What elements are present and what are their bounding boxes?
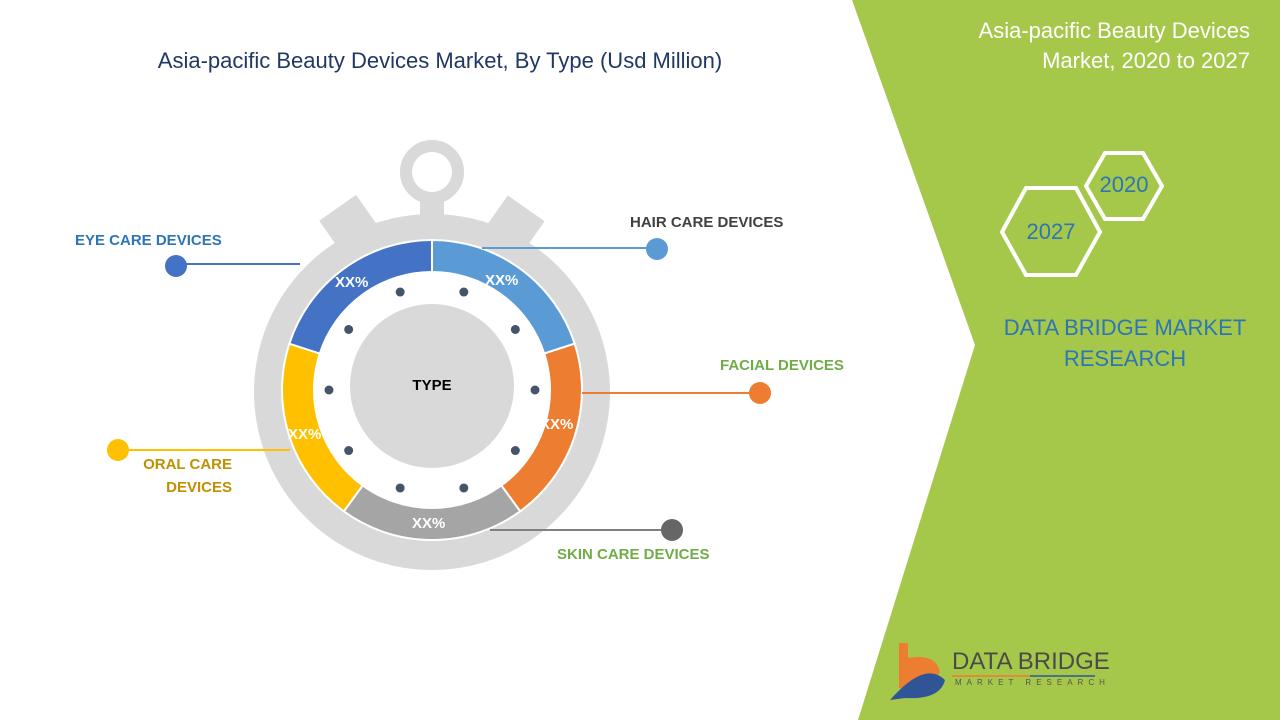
dial-dot bbox=[530, 385, 540, 395]
logo-icon bbox=[890, 643, 945, 700]
report-title-line1: Asia-pacific Beauty Devices bbox=[978, 18, 1250, 43]
category-label-skin: SKIN CARE DEVICES bbox=[557, 546, 710, 563]
category-label-eye: EYE CARE DEVICES bbox=[75, 232, 222, 249]
green-panel bbox=[852, 0, 1280, 720]
center-disc bbox=[350, 304, 514, 468]
year-2020: 2020 bbox=[1099, 172, 1149, 197]
logo-name: DATA BRIDGE bbox=[952, 648, 1110, 675]
report-title-line2: Market, 2020 to 2027 bbox=[1042, 48, 1250, 73]
leader-dot-skin bbox=[661, 519, 683, 541]
percent-label-facial: XX% bbox=[540, 416, 574, 433]
donut-segment-eye bbox=[288, 238, 433, 355]
dial-dot bbox=[344, 324, 354, 334]
dial-dot bbox=[395, 287, 405, 297]
research-brand: DATA BRIDGE MARKET RESEARCH bbox=[990, 312, 1260, 374]
percent-label-eye: XX% bbox=[335, 274, 369, 291]
year-2027: 2027 bbox=[1026, 219, 1076, 244]
leader-dot-facial bbox=[749, 382, 771, 404]
dial-dot bbox=[324, 385, 334, 395]
center-label: TYPE bbox=[412, 377, 452, 394]
percent-label-hair: XX% bbox=[485, 272, 519, 289]
research-brand-line1: DATA BRIDGE MARKET bbox=[1003, 315, 1247, 340]
dial-dot bbox=[459, 483, 469, 493]
category-label-facial: FACIAL DEVICES bbox=[720, 357, 844, 374]
hexagon-2020 bbox=[1083, 151, 1165, 221]
category-label-oral: ORAL CARE DEVICES bbox=[143, 456, 232, 496]
dial-dot bbox=[510, 446, 520, 456]
dial-dot bbox=[510, 324, 520, 334]
stopwatch-button-right bbox=[487, 195, 545, 250]
logo-subtitle: MARKET RESEARCH bbox=[955, 678, 1110, 687]
category-label-hair: HAIR CARE DEVICES bbox=[630, 214, 784, 231]
chart-title: Asia-pacific Beauty Devices Market, By T… bbox=[157, 48, 723, 73]
hexagon-2027 bbox=[999, 186, 1103, 277]
dial-dot bbox=[344, 446, 354, 456]
leader-dot-oral bbox=[107, 439, 129, 461]
percent-label-skin: XX% bbox=[412, 515, 446, 532]
dial-dot bbox=[459, 287, 469, 297]
stopwatch-button-left bbox=[319, 194, 377, 250]
report-title: Asia-pacific Beauty Devices Market, 2020… bbox=[930, 16, 1250, 76]
dial-dot bbox=[395, 483, 405, 493]
research-brand-line2: RESEARCH bbox=[1063, 346, 1187, 371]
percent-label-oral: XX% bbox=[288, 426, 322, 443]
stopwatch-ring bbox=[400, 140, 464, 204]
leader-dot-eye bbox=[165, 255, 187, 277]
leader-dot-hair bbox=[646, 238, 668, 260]
